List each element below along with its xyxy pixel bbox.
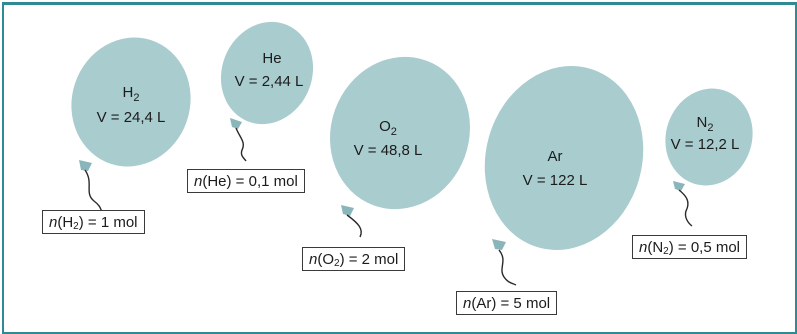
balloon-he: He V = 2,44 L bbox=[220, 21, 314, 162]
balloon-o2-knot bbox=[341, 205, 354, 216]
balloon-he-body bbox=[220, 21, 314, 125]
balloon-o2-string bbox=[346, 214, 362, 238]
balloon-he-string bbox=[235, 127, 247, 162]
balloon-he-volume: V = 2,44 L bbox=[235, 73, 304, 90]
balloon-h2-volume: V = 24,4 L bbox=[97, 109, 166, 126]
balloon-ar-gas: Ar bbox=[548, 148, 563, 165]
balloon-h2-body bbox=[71, 37, 191, 167]
balloon-scene: H2 V = 24,4 L He V = 2,44 L O2 V = 48,8 … bbox=[71, 21, 753, 286]
label-n-ar: n(Ar) = 5 mol bbox=[456, 291, 558, 315]
balloon-ar-body bbox=[484, 66, 644, 250]
balloon-he-knot bbox=[230, 118, 242, 129]
balloon-n2: N2 V = 12,2 L bbox=[665, 88, 753, 227]
balloon-o2-gas: O2 bbox=[379, 118, 397, 138]
label-n-o2: n(O2) = 2 mol bbox=[302, 247, 406, 271]
label-n-he: n(He) = 0,1 mol bbox=[187, 169, 305, 193]
balloon-o2-body bbox=[330, 56, 470, 210]
balloon-h2-knot bbox=[79, 160, 92, 171]
balloon-n2-knot bbox=[673, 181, 685, 191]
balloon-ar: Ar V = 122 L bbox=[484, 66, 644, 286]
label-n-h2: n(H2) = 1 mol bbox=[42, 210, 145, 234]
balloon-ar-knot bbox=[492, 239, 506, 250]
balloon-ar-string bbox=[498, 249, 517, 286]
balloon-o2-volume: V = 48,8 L bbox=[354, 142, 423, 159]
balloon-he-gas: He bbox=[262, 50, 281, 67]
balloon-ar-volume: V = 122 L bbox=[523, 172, 588, 189]
balloon-h2-string bbox=[84, 169, 104, 214]
balloon-n2-string bbox=[678, 189, 693, 227]
balloon-n2-gas: N2 bbox=[697, 114, 714, 134]
balloon-n2-body bbox=[665, 88, 753, 186]
balloon-n2-volume: V = 12,2 L bbox=[671, 136, 740, 153]
balloon-h2: H2 V = 24,4 L bbox=[71, 37, 191, 214]
balloon-h2-gas: H2 bbox=[123, 84, 140, 104]
balloon-o2: O2 V = 48,8 L bbox=[330, 56, 470, 238]
label-n-n2: n(N2) = 0,5 mol bbox=[632, 235, 748, 259]
